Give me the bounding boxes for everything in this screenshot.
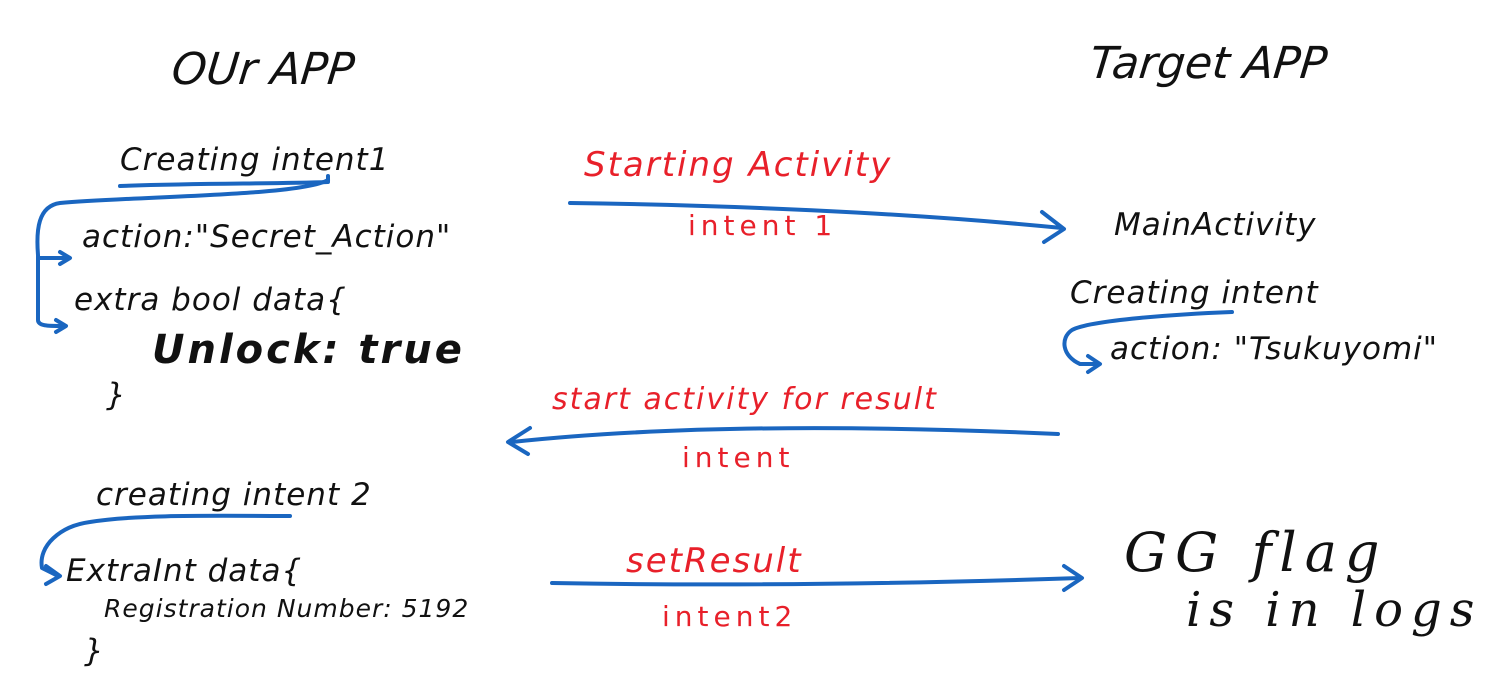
arrowhead-action-icon	[58, 250, 72, 266]
intent2-registration: Registration Number: 5192	[104, 594, 470, 623]
arrowhead-extra-icon	[54, 318, 68, 334]
main-activity-label: MainActivity	[1114, 207, 1317, 243]
arrow-start-for-result	[510, 426, 1060, 444]
starting-activity-label: Starting Activity	[584, 145, 893, 185]
target-app-title: Target APP	[1087, 38, 1330, 89]
intent1-extra-open: extra bool data{	[74, 282, 347, 318]
starting-activity-sublabel: intent 1	[688, 209, 838, 242]
creating-intent1-label: Creating intent1	[120, 142, 390, 178]
arrowhead-start-for-result-icon	[506, 426, 532, 456]
gg-flag-line2: is in logs	[1186, 582, 1483, 638]
our-app-title: OUr APP	[169, 44, 357, 95]
arrowhead-target-action-icon	[1086, 354, 1102, 374]
start-for-result-label: start activity for result	[552, 382, 938, 417]
target-intent-action: action: "Tsukuyomi"	[1110, 331, 1439, 367]
creating-intent2-label: creating intent 2	[96, 477, 372, 513]
arrowhead-set-result-icon	[1062, 564, 1084, 592]
intent1-action: action:"Secret_Action"	[82, 219, 452, 255]
intent1-unlock: Unlock: true	[152, 327, 465, 373]
arrowhead-intent2-icon	[44, 564, 62, 586]
intent2-close: }	[84, 633, 105, 669]
start-for-result-sublabel: intent	[682, 441, 795, 474]
set-result-sublabel: intent2	[662, 600, 798, 633]
intent2-extra-open: ExtraInt data{	[66, 553, 303, 589]
gg-flag-line1: GG flag	[1124, 521, 1388, 584]
target-creating-intent-label: Creating intent	[1070, 275, 1319, 311]
set-result-label: setResult	[626, 541, 803, 581]
intent1-close: }	[106, 377, 127, 413]
arrowhead-starting-activity-icon	[1040, 210, 1066, 244]
